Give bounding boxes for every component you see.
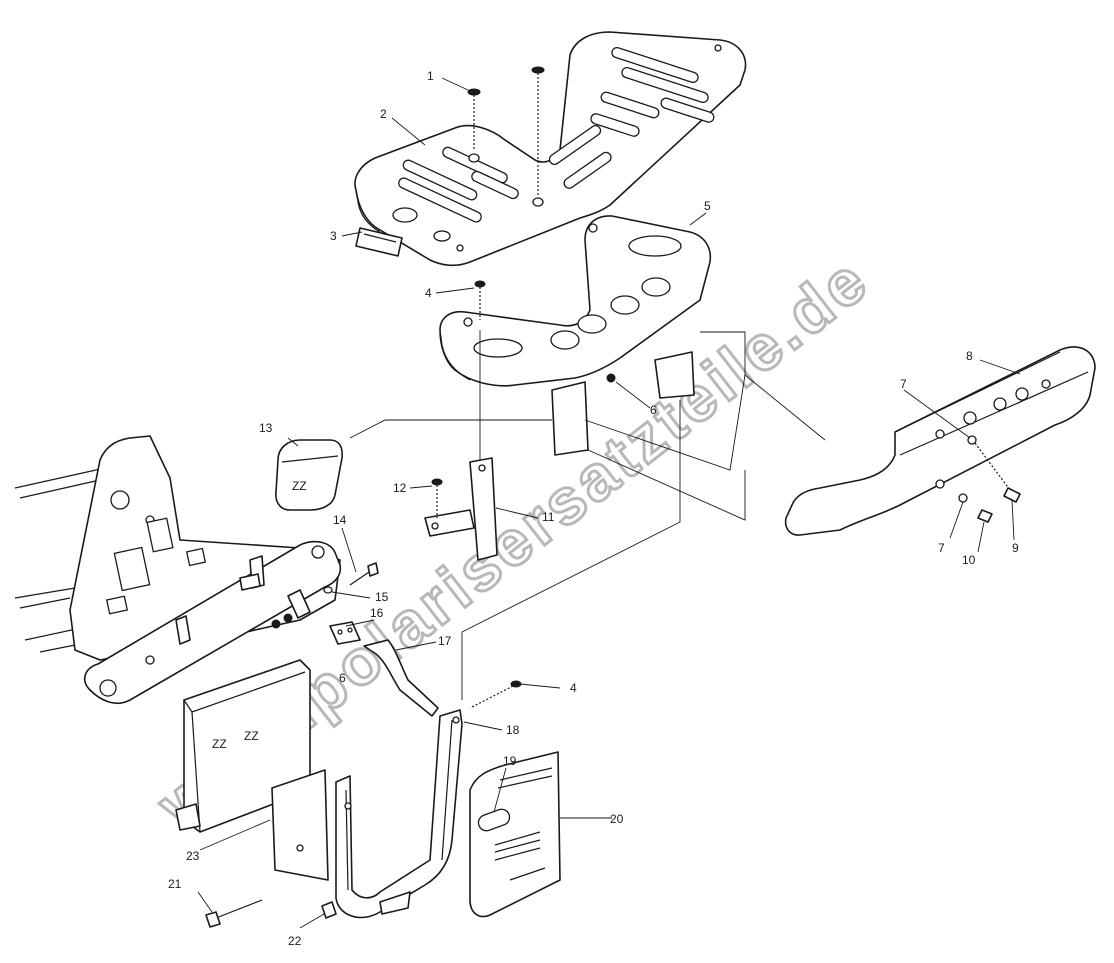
svg-text:ZZ: ZZ xyxy=(244,729,259,743)
nut-part-22 xyxy=(321,901,337,919)
screw-part-1 xyxy=(467,66,545,195)
callout-6-lower: 6 xyxy=(339,671,346,685)
assembly-line-bumper-1 xyxy=(700,331,826,441)
tail-light-part: ZZ xyxy=(275,439,343,511)
callout-15: 15 xyxy=(375,590,389,604)
callout-16: 16 xyxy=(370,606,384,620)
battery-holder-part xyxy=(335,709,463,919)
svg-text:ZZ: ZZ xyxy=(212,737,227,751)
callout-1: 1 xyxy=(427,69,434,83)
callout-17: 17 xyxy=(438,634,452,648)
svg-text:ZZ: ZZ xyxy=(292,479,307,493)
callout-2: 2 xyxy=(380,107,387,121)
bolt-part-14 xyxy=(349,562,379,586)
callout-19: 19 xyxy=(503,754,517,768)
callout-5: 5 xyxy=(704,199,711,213)
mounting-plate xyxy=(271,769,329,881)
connector-part-16 xyxy=(329,621,361,645)
nut-part-6-upper xyxy=(606,373,616,383)
upper-rack-part xyxy=(354,31,747,267)
rear-bumper-part xyxy=(784,346,1096,536)
callout-4-lower: 4 xyxy=(570,681,577,695)
callout-6-upper: 6 xyxy=(650,403,657,417)
callout-11: 11 xyxy=(542,510,555,524)
assembly-line-bumper-2 xyxy=(584,374,746,471)
callout-13: 13 xyxy=(259,421,273,435)
callout-labels: 1 2 3 4 5 6 7 8 7 9 10 11 12 13 14 15 16… xyxy=(168,69,1019,948)
callout-14: 14 xyxy=(333,513,347,527)
latch-part-19 xyxy=(477,808,511,832)
bracket-part-15 xyxy=(283,586,333,623)
lower-rack-support-part xyxy=(439,215,712,456)
callout-10: 10 xyxy=(962,553,976,567)
callout-9: 9 xyxy=(1012,541,1019,555)
leader-lines xyxy=(197,77,1021,929)
assembly-line-bumper-3 xyxy=(587,449,746,521)
callout-22: 22 xyxy=(288,934,302,948)
bolt-part-21 xyxy=(205,899,263,928)
screw-part-4-lower xyxy=(469,680,522,709)
callout-3: 3 xyxy=(330,229,337,243)
rack-slots xyxy=(392,44,722,252)
callout-23: 23 xyxy=(186,849,200,863)
cover-plate-part xyxy=(469,751,561,918)
assembly-line-vertical xyxy=(461,400,681,700)
reflector-part-3 xyxy=(355,227,403,257)
callout-4-upper: 4 xyxy=(425,286,432,300)
callout-12: 12 xyxy=(393,481,407,495)
nut-part-6-lower xyxy=(271,619,281,629)
strap-part-17 xyxy=(363,639,439,717)
callout-21: 21 xyxy=(168,877,182,891)
callout-7-upper: 7 xyxy=(900,377,907,391)
vehicle-frame-part xyxy=(14,435,342,705)
screw-part-4-upper xyxy=(474,280,486,320)
callout-7-lower: 7 xyxy=(938,541,945,555)
assembly-line-taillight xyxy=(349,419,552,439)
callout-8: 8 xyxy=(966,349,973,363)
mounting-bracket-part xyxy=(424,457,498,561)
callout-20: 20 xyxy=(610,812,624,826)
callout-18: 18 xyxy=(506,723,520,737)
screw-part-12 xyxy=(431,478,443,518)
